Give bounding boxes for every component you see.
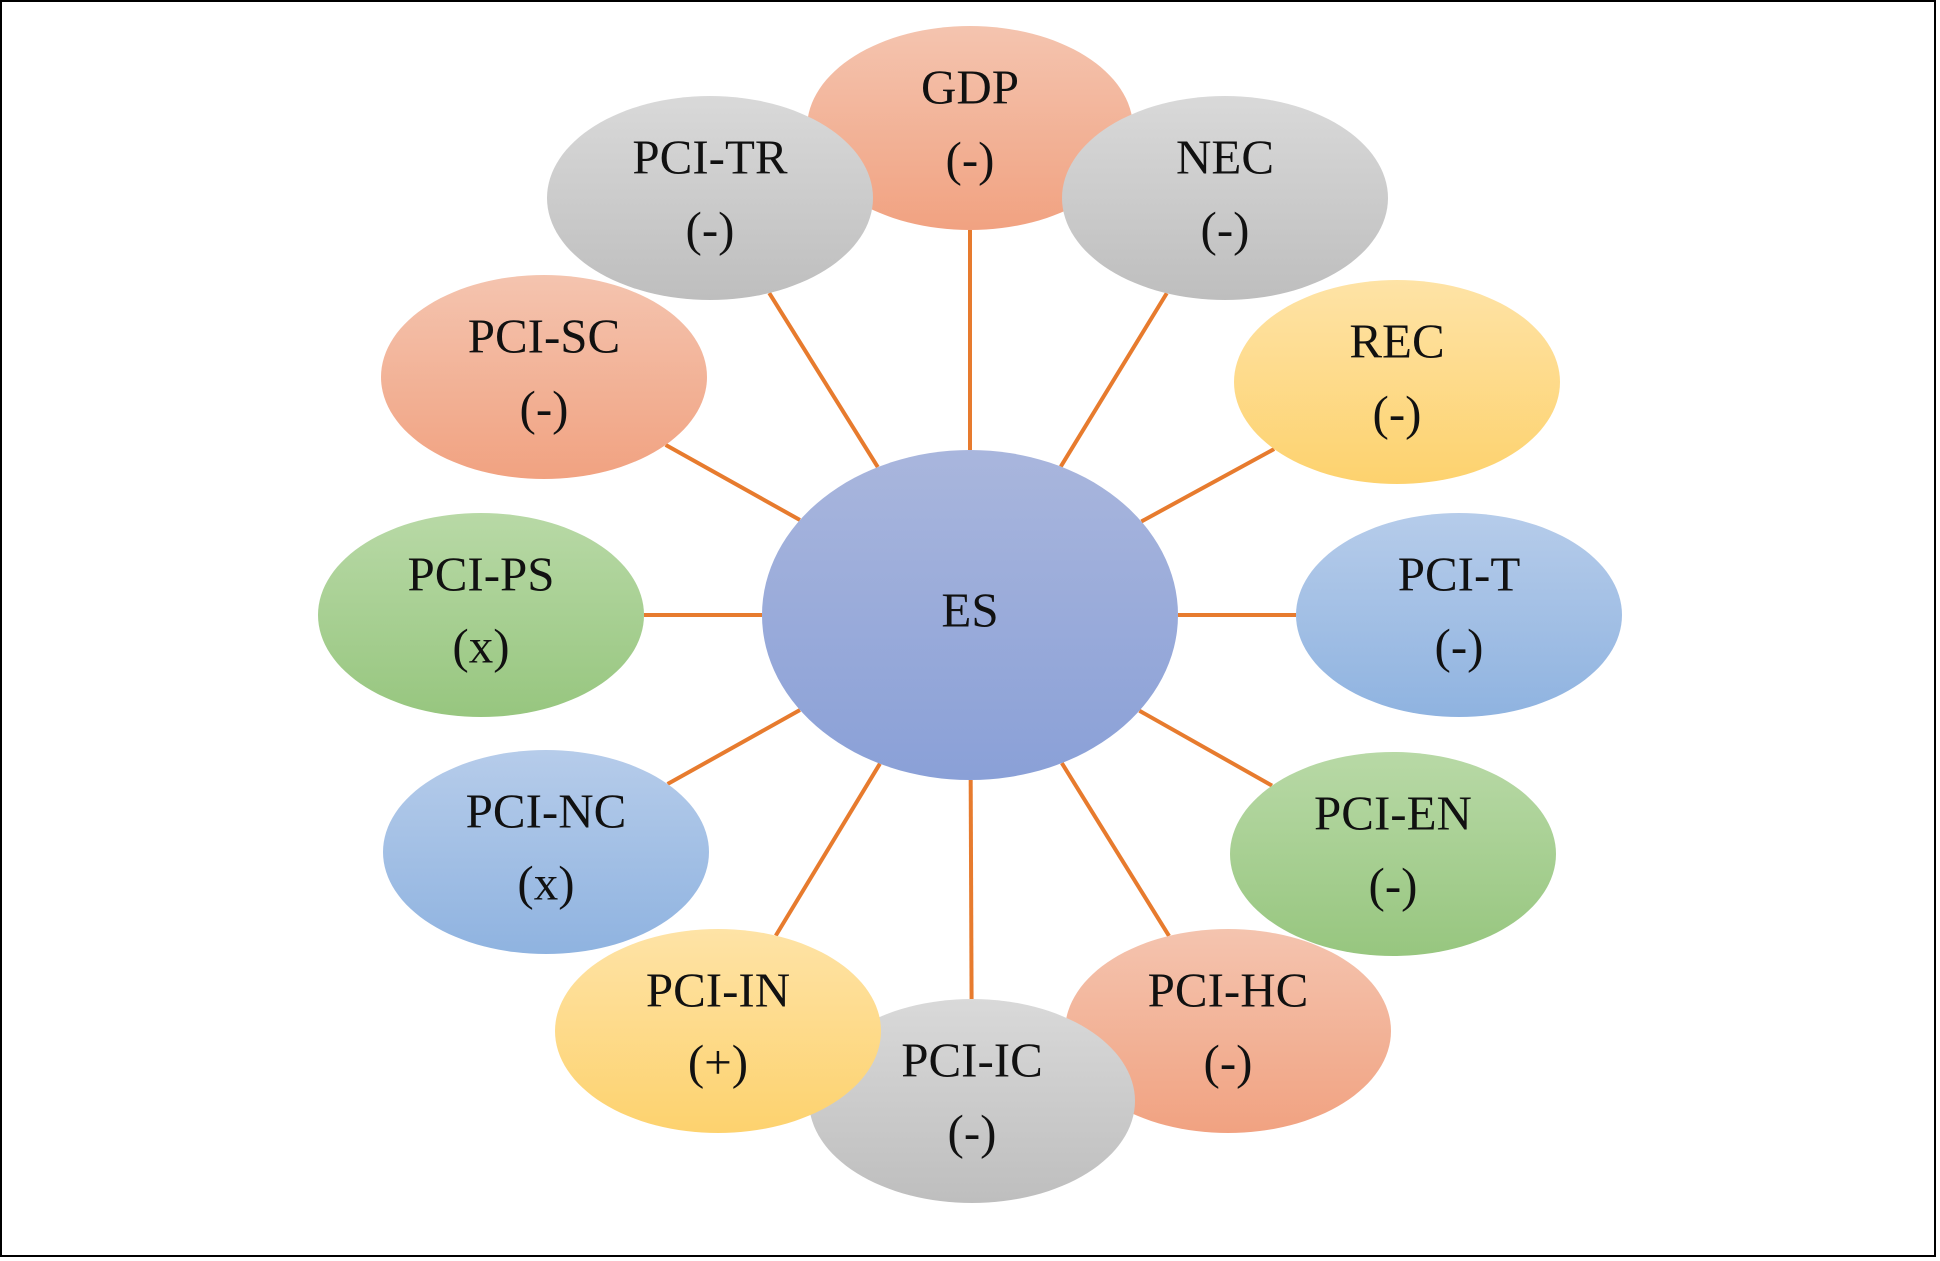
node-pci-in: PCI-IN (+) [555,929,881,1133]
node-ellipse-pci-sc [381,275,707,479]
connector-nec [1059,292,1169,468]
connector-pci-sc [664,443,801,522]
node-sign-pci-nc: (x) [517,855,574,910]
center-ellipse [762,450,1178,780]
node-label-pci-hc: PCI-HC [1148,962,1309,1017]
node-ellipse-pci-hc [1065,929,1391,1133]
node-gdp: GDP (-) [807,26,1133,230]
node-ellipse-pci-en [1230,752,1556,956]
connector-pci-tr [767,291,880,469]
node-label-pci-t: PCI-T [1398,546,1521,601]
node-sign-pci-ps: (x) [452,618,509,673]
node-sign-rec: (-) [1373,385,1422,440]
node-label-pci-sc: PCI-SC [468,308,621,363]
node-ellipse-rec [1234,280,1560,484]
node-label-pci-in: PCI-IN [646,962,790,1017]
connector-pci-in [774,762,882,937]
node-ellipse-pci-ps [318,513,644,717]
node-label-gdp: GDP [921,59,1019,114]
node-label-rec: REC [1349,313,1444,368]
node-label-pci-nc: PCI-NC [466,783,627,838]
node-label-pci-ps: PCI-PS [407,546,554,601]
node-pci-t: PCI-T (-) [1296,513,1622,717]
node-sign-pci-t: (-) [1435,618,1484,673]
node-label-nec: NEC [1176,129,1274,184]
node-ellipse-gdp [807,26,1133,230]
node-pci-nc: PCI-NC (x) [383,750,709,954]
node-pci-tr: PCI-TR (-) [547,96,873,300]
connector-pci-en [1138,708,1274,788]
node-label-pci-en: PCI-EN [1314,785,1472,840]
node-pci-sc: PCI-SC (-) [381,275,707,479]
node-pci-hc: PCI-HC (-) [1065,929,1391,1133]
node-ellipse-pci-ic [809,999,1135,1203]
connector-pci-ic [968,779,974,1000]
center-node: ES [762,450,1178,780]
center-label: ES [941,582,998,637]
node-sign-pci-sc: (-) [520,380,569,435]
connector-pci-hc [1060,761,1171,937]
node-sign-pci-tr: (-) [686,201,735,256]
node-sign-gdp: (-) [946,131,995,186]
node-sign-nec: (-) [1201,201,1250,256]
connectors [644,230,1296,1000]
node-label-pci-tr: PCI-TR [632,129,788,184]
node-nec: NEC (-) [1062,96,1388,300]
node-sign-pci-in: (+) [688,1034,748,1089]
node-ellipse-pci-nc [383,750,709,954]
node-sign-pci-hc: (-) [1204,1034,1253,1089]
node-sign-pci-ic: (-) [948,1104,997,1159]
node-sign-pci-en: (-) [1369,857,1418,912]
node-ellipse-pci-tr [547,96,873,300]
node-label-pci-ic: PCI-IC [901,1032,1043,1087]
node-rec: REC (-) [1234,280,1560,484]
node-pci-ic: PCI-IC (-) [809,999,1135,1203]
node-ellipse-pci-in [555,929,881,1133]
nodes: GDP(-)PCI-TR(-)NEC(-)PCI-SC(-)REC(-)PCI-… [318,26,1622,1203]
node-pci-en: PCI-EN (-) [1230,752,1556,956]
node-pci-ps: PCI-PS (x) [318,513,644,717]
node-ellipse-nec [1062,96,1388,300]
node-ellipse-pci-t [1296,513,1622,717]
connector-rec [1140,447,1276,524]
connector-pci-nc [666,708,801,786]
